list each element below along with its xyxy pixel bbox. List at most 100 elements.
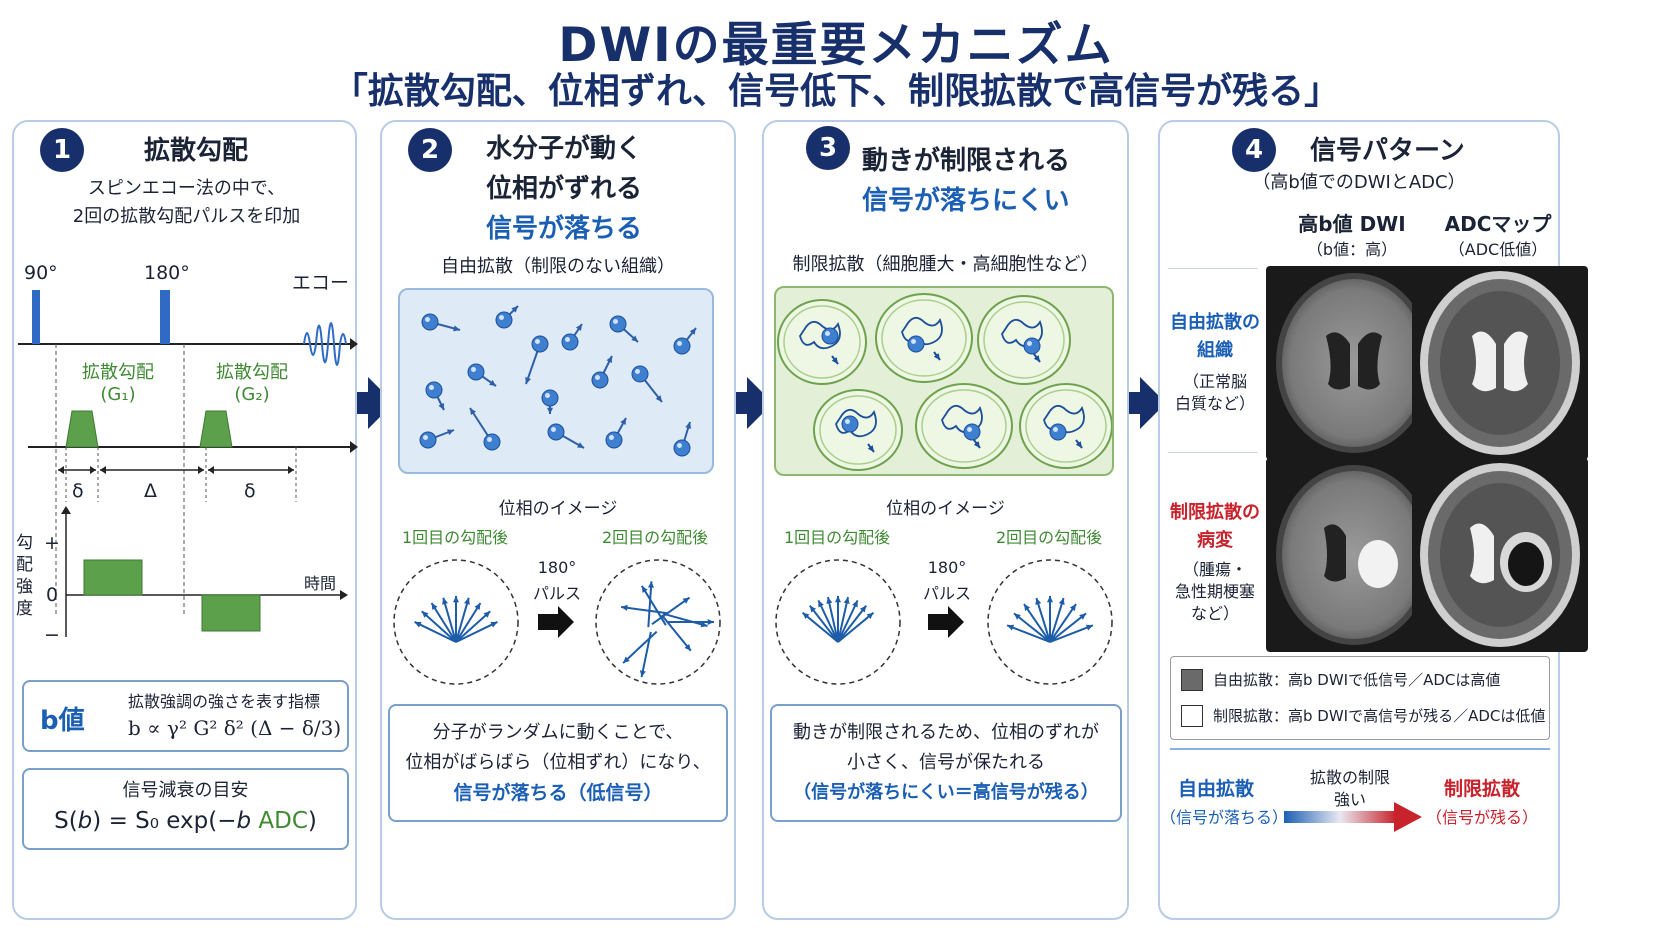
panel3-pulse-label2: パルス	[922, 584, 971, 603]
step-number-2: 2	[408, 128, 452, 172]
axis-zero: 0	[46, 584, 59, 606]
label-180: 180°	[144, 262, 190, 284]
delta-small-2: δ	[244, 480, 256, 502]
step-number-4: 4	[1232, 128, 1276, 172]
restricted-cells	[777, 293, 1112, 471]
scale-mid-line1: 拡散の制限	[1309, 768, 1390, 787]
delta-big: Δ	[144, 480, 157, 502]
adc-normal-image	[1412, 266, 1588, 460]
label-90: 90°	[24, 262, 58, 284]
panel1-desc-line1: スピンエコー法の中で、	[87, 178, 286, 199]
row1-label-line1: 自由拡散の	[1170, 312, 1260, 333]
signal-decay-box: 信号減衰の目安 S(b) = S₀ exp(−b ADC)	[22, 768, 349, 850]
step-number-3: 3	[806, 126, 850, 170]
time-axis-label: 時間	[304, 574, 337, 593]
panel3-phase-title: 位相のイメージ	[886, 499, 1005, 519]
g2-label: 拡散勾配	[216, 362, 288, 383]
flow-arrow-3-shaft	[1129, 392, 1141, 414]
panel-signal-pattern: 4 信号パターン （高b値でのDWIとADC） 高b値 DWI （b値：高） A…	[1158, 120, 1588, 920]
row2-note-line2: 急性期梗塞	[1174, 582, 1255, 601]
col2-title: ADCマップ	[1444, 212, 1552, 236]
panel3-pulse-label1: 180°	[927, 558, 967, 577]
rf-90-pulse	[32, 290, 40, 344]
col1-title: 高b値 DWI	[1298, 212, 1406, 236]
adc-lesion-image	[1412, 458, 1588, 652]
bvalue-label: b値	[40, 706, 85, 736]
panel2-title-line3: 信号が落ちる	[486, 214, 643, 244]
row2-label-line2: 病変	[1197, 530, 1233, 551]
bvalue-formula: b ∝ γ² G² δ² (Δ − δ/3)	[128, 716, 342, 740]
dwi-lesion-image	[1266, 458, 1442, 652]
page-title: DWIの最重要メカニズム	[558, 18, 1114, 73]
col1-sub: （b値：高）	[1306, 240, 1398, 259]
label-echo: エコー	[292, 272, 350, 294]
scale-left-sub: （信号が落ちる）	[1160, 808, 1289, 827]
gradient-g1-pulse	[65, 410, 99, 448]
col2-sub: （ADC低値）	[1448, 240, 1548, 259]
signal-decay-title: 信号減衰の目安	[122, 780, 249, 801]
panel2-summary: 分子がランダムに動くことで、 位相がばらばら（位相ずれ）になり、 信号が落ちる（…	[388, 704, 728, 822]
restriction-scale-arrow	[1284, 802, 1422, 832]
legend-swatch-free	[1181, 669, 1203, 691]
panel3-phase-left: 1回目の勾配後	[784, 528, 891, 547]
panel2-pulse-label1: 180°	[537, 558, 577, 577]
panel4-title: 信号パターン	[1310, 136, 1465, 166]
scale-right: 制限拡散	[1443, 778, 1520, 800]
panel2-summary-line2: 位相がばらばら（位相ずれ）になり、	[405, 752, 711, 773]
row2-note-line1: （腫瘍・	[1182, 560, 1247, 579]
legend-swatch-restricted	[1181, 705, 1203, 727]
gradient-g2-pulse	[199, 410, 233, 448]
row1-note-line2: 白質など）	[1174, 394, 1255, 413]
panel2-title-line2: 位相がずれる	[486, 174, 643, 204]
panel3-phase-right: 2回目の勾配後	[996, 528, 1103, 547]
panel2-phase-diagram	[393, 559, 721, 685]
free-water-chamber	[398, 288, 714, 474]
legend-restricted: 制限拡散：高b DWIで高信号が残る／ADCは低値	[1213, 707, 1546, 725]
panel-restricted-diffusion: 3 動きが制限される 信号が落ちにくい 制限拡散（細胞腫大・高細胞性など） 位相…	[762, 120, 1129, 920]
panel2-phase-title: 位相のイメージ	[498, 499, 618, 519]
panel2-phase-left: 1回目の勾配後	[402, 528, 509, 547]
cell-tissue-chamber	[774, 286, 1114, 476]
row2-label-line1: 制限拡散の	[1170, 502, 1260, 523]
signal-legend: 自由拡散：高b DWIで低信号／ADCは高値 制限拡散：高b DWIで高信号が残…	[1170, 656, 1550, 740]
panel2-summary-line3: 信号が落ちる（低信号）	[453, 782, 663, 804]
panel3-summary-line1: 動きが制限されるため、位相のずれが	[793, 722, 1099, 743]
bvalue-desc: 拡散強調の強さを表す指標	[128, 692, 321, 711]
gradient-axis-label: 勾配強度	[16, 533, 33, 619]
scale-mid-line2: 強い	[1333, 790, 1366, 809]
free-molecules	[419, 305, 697, 457]
negative-gradient-lobe	[201, 594, 261, 632]
flow-arrow-2-shaft	[736, 392, 748, 414]
positive-gradient-lobe	[83, 559, 143, 596]
legend-free: 自由拡散：高b DWIで低信号／ADCは高値	[1213, 671, 1501, 689]
panel3-summary: 動きが制限されるため、位相のずれが 小さく、信号が保たれる （信号が落ちにくい＝…	[770, 704, 1122, 822]
page-subtitle: 「拡散勾配、位相ずれ、信号低下、制限拡散で高信号が残る」	[331, 71, 1341, 112]
axis-minus: −	[44, 624, 60, 646]
flow-arrow-1-shaft	[357, 392, 369, 414]
panel4-subtitle: （高b値でのDWIとADC）	[1252, 172, 1466, 193]
axis-plus: +	[44, 532, 60, 554]
panel3-title-line2: 信号が落ちにくい	[862, 186, 1070, 216]
bvalue-box: b値 拡散強調の強さを表す指標 b ∝ γ² G² δ² (Δ − δ/3)	[22, 680, 349, 752]
panel2-phase-right: 2回目の勾配後	[602, 528, 709, 547]
panel2-pulse-label2: パルス	[532, 584, 581, 603]
panel-diffusion-gradient: 1 拡散勾配 スピンエコー法の中で、 2回の拡散勾配パルスを印加	[12, 120, 358, 920]
row1-note-line1: （正常脳	[1182, 372, 1247, 391]
scale-right-sub: （信号が残る）	[1425, 808, 1538, 827]
echo-signal	[303, 322, 347, 366]
panel1-title: 拡散勾配	[144, 136, 249, 166]
panel1-desc-line2: 2回の拡散勾配パルスを印加	[72, 206, 301, 227]
scale-left: 自由拡散	[1177, 778, 1254, 800]
panel3-caption: 制限拡散（細胞腫大・高細胞性など）	[792, 254, 1099, 275]
pulse-sequence-diagram	[18, 290, 358, 637]
delta-small-1: δ	[72, 480, 84, 502]
panel3-summary-line2: 小さく、信号が保たれる	[847, 752, 1045, 773]
panel3-summary-line3: （信号が落ちにくい＝高信号が残る）	[793, 782, 1099, 803]
signal-decay-formula: S(b) = S₀ exp(−b ADC)	[54, 808, 317, 834]
panel2-caption: 自由拡散（制限のない組織）	[441, 256, 675, 277]
g1-label: 拡散勾配	[82, 362, 154, 383]
g1-sub: (G₁)	[100, 384, 136, 405]
panel3-title-line1: 動きが制限される	[862, 146, 1071, 176]
panel2-summary-line1: 分子がランダムに動くことで、	[432, 722, 684, 743]
row2-note-line3: など）	[1190, 604, 1239, 623]
